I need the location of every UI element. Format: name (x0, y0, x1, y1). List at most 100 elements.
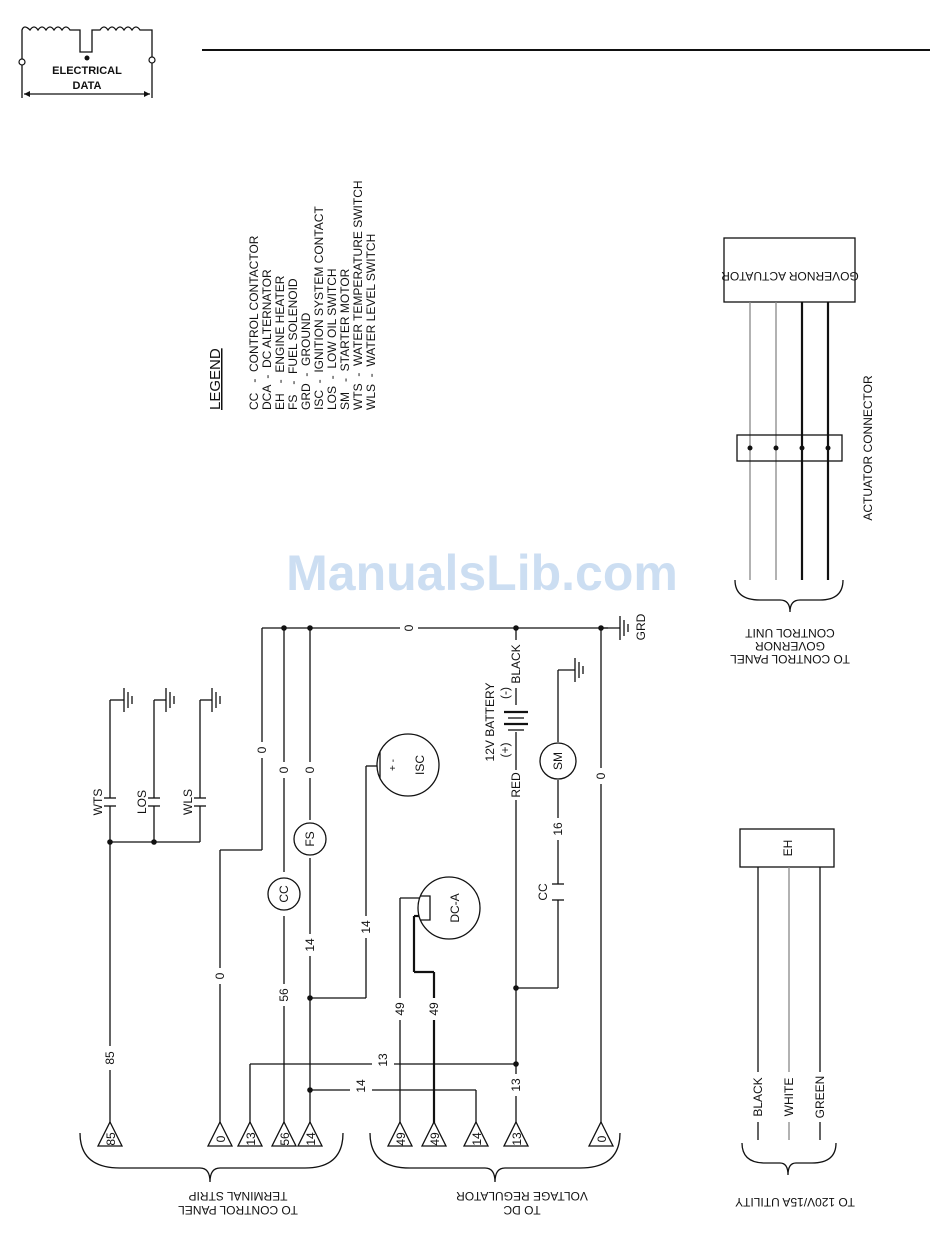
svg-text:14: 14 (354, 1079, 368, 1093)
governor-group-label-1: TO CONTROL PANEL (730, 652, 850, 666)
badge-line-1: ELECTRICAL (52, 65, 122, 77)
terminal-0: 0 (206, 1120, 234, 1147)
legend-item: ISC - IGNITION SYSTEM CONTACT (312, 206, 326, 410)
voltage-regulator-brace (369, 1132, 621, 1183)
battery (504, 710, 528, 731)
wts-switch (104, 797, 116, 807)
eh-white-label: WHITE (782, 1078, 796, 1117)
svg-text:16: 16 (551, 822, 565, 836)
eh-green-label: GREEN (813, 1076, 827, 1119)
legend-item: GRD - GROUND (299, 312, 313, 410)
schematic-wires (109, 627, 620, 1130)
ground-symbol (211, 688, 221, 712)
terminal-label: 85 (104, 1132, 118, 1146)
utility-label: TO 120V/15A UTILITY (735, 1195, 855, 1209)
cc-label: CC (277, 885, 291, 903)
voltage-regulator-label-1: TO DC (503, 1203, 540, 1217)
terminal-strip-label-1: TO CONTROL PANEL (178, 1203, 298, 1217)
cc-contact-label: CC (536, 883, 550, 901)
svg-text:49: 49 (427, 1002, 441, 1016)
los-label: LOS (135, 790, 149, 814)
terminal-label: 0 (595, 1135, 609, 1142)
cc-contact (552, 883, 564, 901)
terminal-label: 49 (428, 1132, 442, 1146)
governor-actuator-label: GOVERNOR ACTUATOR (721, 269, 859, 283)
terminal-label: 0 (214, 1135, 228, 1142)
terminal-label: 49 (394, 1132, 408, 1146)
voltage-regulator-label-2: VOLTAGE REGULATOR (456, 1189, 588, 1203)
svg-text:0: 0 (303, 766, 317, 773)
terminal-49: 49 (420, 1120, 448, 1147)
svg-text:14: 14 (359, 920, 373, 934)
battery-black-label: BLACK (509, 644, 523, 683)
battery-pos-label: (+) (498, 742, 512, 757)
ground-symbol (619, 616, 629, 640)
svg-text:13: 13 (509, 1078, 523, 1092)
watermark: ManualsLib.com (286, 545, 678, 601)
battery-red-label: RED (509, 772, 523, 798)
governor-group-label-2: GOVERNOR (755, 639, 825, 653)
actuator-connector-label: ACTUATOR CONNECTOR (861, 375, 875, 521)
actuator-wires (749, 302, 830, 580)
governor-actuator-box (723, 237, 856, 303)
wts-label: WTS (91, 789, 105, 816)
terminal-strip: 85 0 13 56 14 49 49 14 13 0 (96, 1120, 615, 1147)
terminal-strip-brace (79, 1132, 344, 1183)
legend-item: DCA - DC ALTERNATOR (260, 269, 274, 410)
legend-item: FS - FUEL SOLENOID (286, 278, 300, 410)
legend-item: WTS - WATER TEMPERATURE SWITCH (351, 180, 365, 410)
badge-line-2: DATA (73, 80, 102, 92)
eh-black-label: BLACK (751, 1077, 765, 1116)
terminal-13: 13 (502, 1120, 530, 1147)
ignition-system-contact (376, 733, 440, 797)
starter-motor (539, 742, 577, 780)
terminal-label: 14 (304, 1132, 318, 1146)
electrical-data-badge: ELECTRICAL DATA (18, 26, 156, 98)
sm-label: SM (551, 752, 565, 770)
ground-symbol (165, 688, 175, 712)
grd-label: GRD (634, 613, 648, 640)
terminal-13: 13 (236, 1120, 264, 1147)
fs-label: FS (303, 831, 317, 846)
terminal-label: 13 (510, 1132, 524, 1146)
legend-title: LEGEND (207, 348, 224, 410)
battery-neg-label: (-) (498, 687, 512, 699)
legend: LEGEND CC - CONTROL CONTACTOR DCA - DC A… (207, 180, 378, 410)
dc-alternator (417, 876, 481, 940)
governor-brace (734, 579, 844, 613)
engine-heater-label: EH (781, 840, 795, 857)
legend-item: LOS - LOW OIL SWITCH (325, 268, 339, 410)
svg-text:49: 49 (393, 1002, 407, 1016)
svg-text:0: 0 (277, 766, 291, 773)
fuel-solenoid (293, 822, 327, 856)
terminal-0: 0 (587, 1120, 615, 1147)
terminal-14: 14 (462, 1120, 490, 1147)
wire-labels: 0 0 0 0 0 0 85 56 14 14 14 13 13 49 49 1… (103, 621, 608, 1097)
governor-group-label-3: CONTROL UNIT (745, 626, 835, 640)
actuator-connector (736, 434, 843, 462)
legend-item: SM - STARTER MOTOR (338, 268, 352, 410)
terminal-85: 85 (96, 1120, 124, 1147)
svg-text:+ -: + - (388, 759, 399, 771)
svg-text:56: 56 (277, 988, 291, 1002)
svg-text:0: 0 (594, 772, 608, 779)
isc-label: ISC (413, 755, 427, 775)
battery-label: 12V BATTERY (483, 683, 497, 762)
terminal-label: 56 (278, 1132, 292, 1146)
svg-text:0: 0 (402, 624, 416, 631)
svg-text:13: 13 (376, 1053, 390, 1067)
svg-text:0: 0 (255, 746, 269, 753)
dca-label: DC-A (448, 893, 462, 922)
ground-symbol (574, 658, 584, 682)
legend-item: EH - ENGINE HEATER (273, 275, 287, 410)
utility-brace (741, 1142, 837, 1176)
wls-switch (194, 797, 206, 807)
svg-text:0: 0 (213, 972, 227, 979)
terminal-strip-label-2: TERMINAL STRIP (189, 1189, 288, 1203)
svg-text:14: 14 (303, 938, 317, 952)
ground-symbol (123, 688, 133, 712)
legend-item: WLS - WATER LEVEL SWITCH (364, 234, 378, 410)
terminal-56: 56 (270, 1120, 298, 1147)
wls-label: WLS (181, 789, 195, 815)
